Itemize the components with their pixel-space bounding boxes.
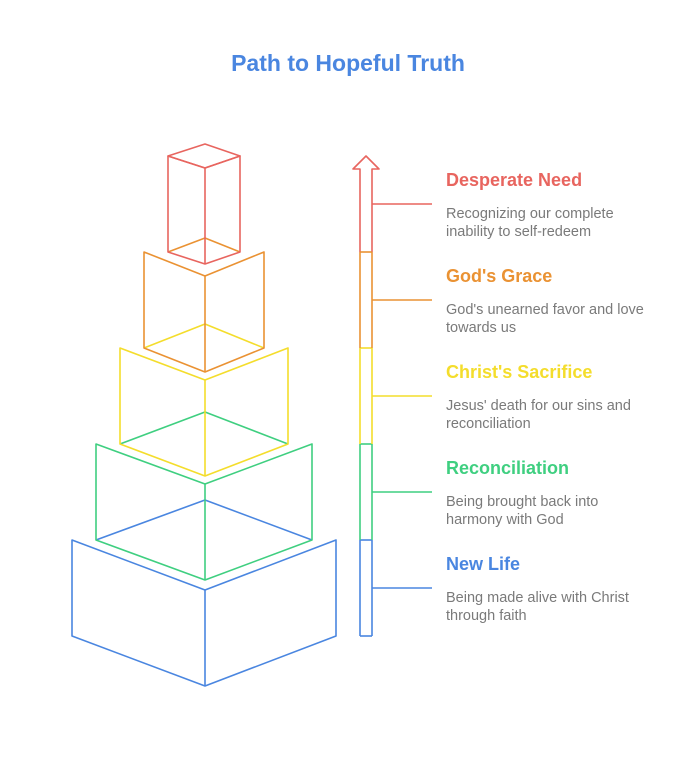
pyramid-level-new-life	[71, 499, 337, 687]
step-title-desperate-need: Desperate Need	[446, 170, 583, 190]
pyramid-level-reconciliation	[95, 411, 313, 581]
pyramid-level-desperate-need	[167, 143, 241, 265]
page-title: Path to Hopeful Truth	[231, 50, 465, 76]
step-title-reconciliation: Reconciliation	[446, 458, 570, 478]
step-desc-desperate-need: Recognizing our complete inability to se…	[446, 206, 614, 240]
step-desc-new-life: Being made alive with Christ through fai…	[446, 590, 629, 624]
step-desc-reconciliation: Being brought back into harmony with God	[446, 494, 599, 528]
pyramid-level-gods-grace	[143, 237, 265, 373]
pyramid-level-christs-sacrifice	[119, 323, 289, 477]
step-title-new-life: New Life	[446, 554, 521, 574]
step-desc-gods-grace: God's unearned favor and love towards us	[446, 302, 644, 336]
step-title-christs-sacrifice: Christ's Sacrifice	[446, 362, 593, 382]
step-title-gods-grace: God's Grace	[446, 266, 553, 286]
step-desc-christs-sacrifice: Jesus' death for our sins and reconcilia…	[446, 398, 631, 432]
